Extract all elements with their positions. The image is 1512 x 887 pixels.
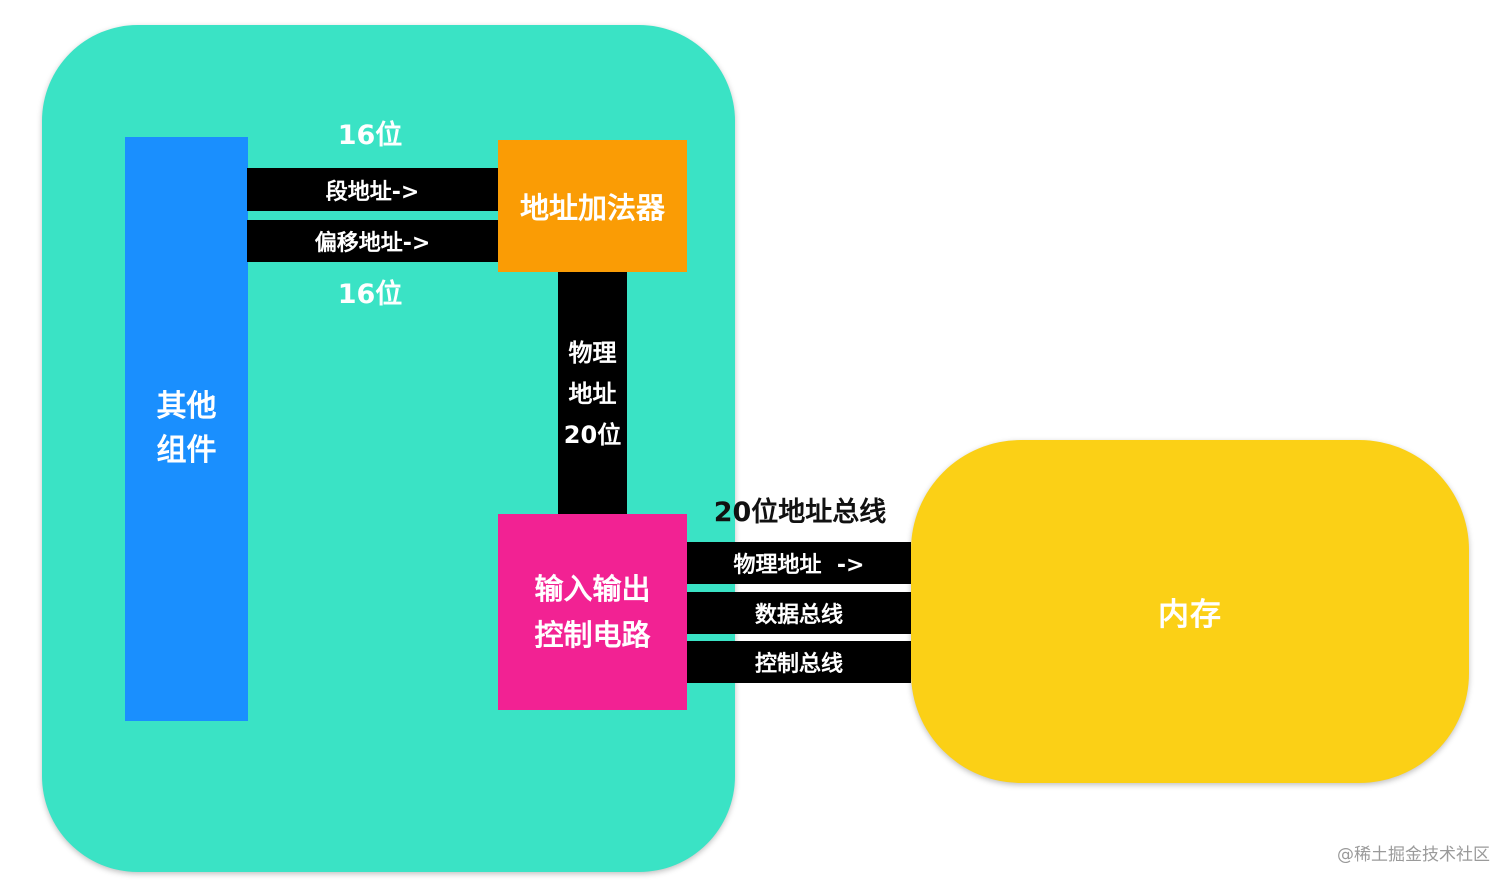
data-bus: 数据总线 <box>687 592 911 634</box>
other-components-block: 其他 组件 <box>125 137 248 721</box>
address-adder-block: 地址加法器 <box>498 140 687 272</box>
address-bus-title: 20位地址总线 <box>713 497 887 528</box>
offset-bit-width-label: 16位 <box>337 279 403 310</box>
segment-bit-width-label: 16位 <box>337 120 403 151</box>
memory-block: 内存 <box>911 440 1469 783</box>
control-bus: 控制总线 <box>687 641 911 683</box>
watermark: @稀土掘金技术社区 <box>1337 845 1490 865</box>
segment-address-bus: 段地址-> <box>247 168 498 211</box>
offset-address-bus: 偏移地址-> <box>247 220 498 262</box>
physical-address-bus: 物理地址 -> <box>687 542 911 584</box>
physical-address-vertical-bus: 物理 地址 20位 <box>558 272 627 516</box>
io-control-block: 输入输出 控制电路 <box>498 514 687 710</box>
